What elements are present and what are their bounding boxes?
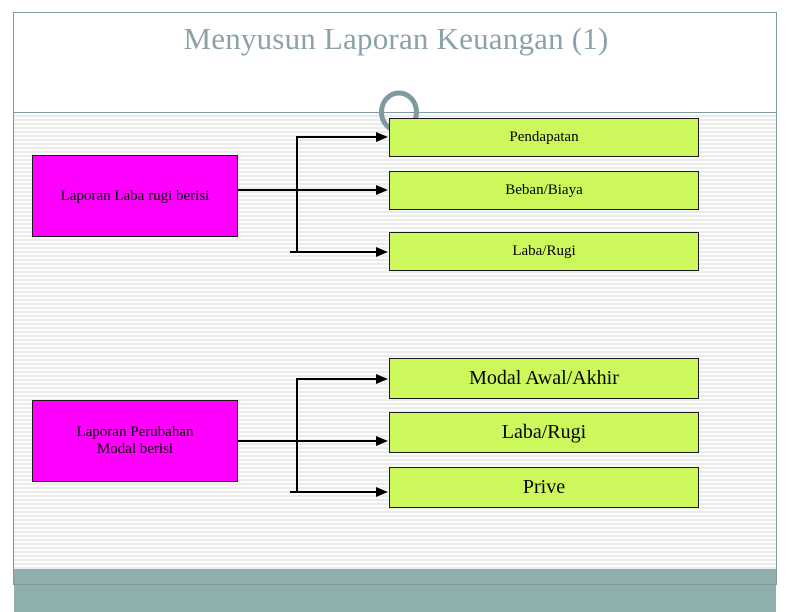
page-title: Menyusun Laporan Keuangan (1) bbox=[183, 21, 609, 56]
item-box-label: Laba/Rugi bbox=[501, 421, 587, 444]
item-box-pendapatan[interactable]: Pendapatan bbox=[389, 118, 699, 157]
header-divider-line bbox=[14, 112, 776, 113]
source-box-label: Laporan Perubahan Modal berisi bbox=[76, 424, 193, 458]
item-box-laba-rugi[interactable]: Laba/Rugi bbox=[389, 232, 699, 271]
item-box-modal-awal-akhir[interactable]: Modal Awal/Akhir bbox=[389, 358, 699, 399]
source-box-laporan-laba-rugi[interactable]: Laporan Laba rugi berisi bbox=[32, 155, 238, 237]
header-band bbox=[14, 13, 776, 113]
footer-band bbox=[14, 569, 776, 612]
item-box-label: Prive bbox=[522, 476, 566, 499]
source-box-label: Laporan Laba rugi berisi bbox=[60, 187, 210, 204]
item-box-label: Modal Awal/Akhir bbox=[469, 367, 619, 390]
item-box-prive[interactable]: Prive bbox=[389, 467, 699, 508]
item-box-label: Pendapatan bbox=[509, 129, 579, 146]
item-box-label: Laba/Rugi bbox=[512, 243, 576, 260]
item-box-laba-rugi[interactable]: Laba/Rugi bbox=[389, 412, 699, 453]
item-box-label: Beban/Biaya bbox=[505, 182, 583, 199]
item-box-beban-biaya[interactable]: Beban/Biaya bbox=[389, 171, 699, 210]
source-box-laporan-perubahan-modal[interactable]: Laporan Perubahan Modal berisi bbox=[32, 400, 238, 482]
source-box-label-line2: Modal berisi bbox=[96, 441, 174, 457]
source-box-label-line1: Laporan Perubahan bbox=[76, 424, 194, 441]
